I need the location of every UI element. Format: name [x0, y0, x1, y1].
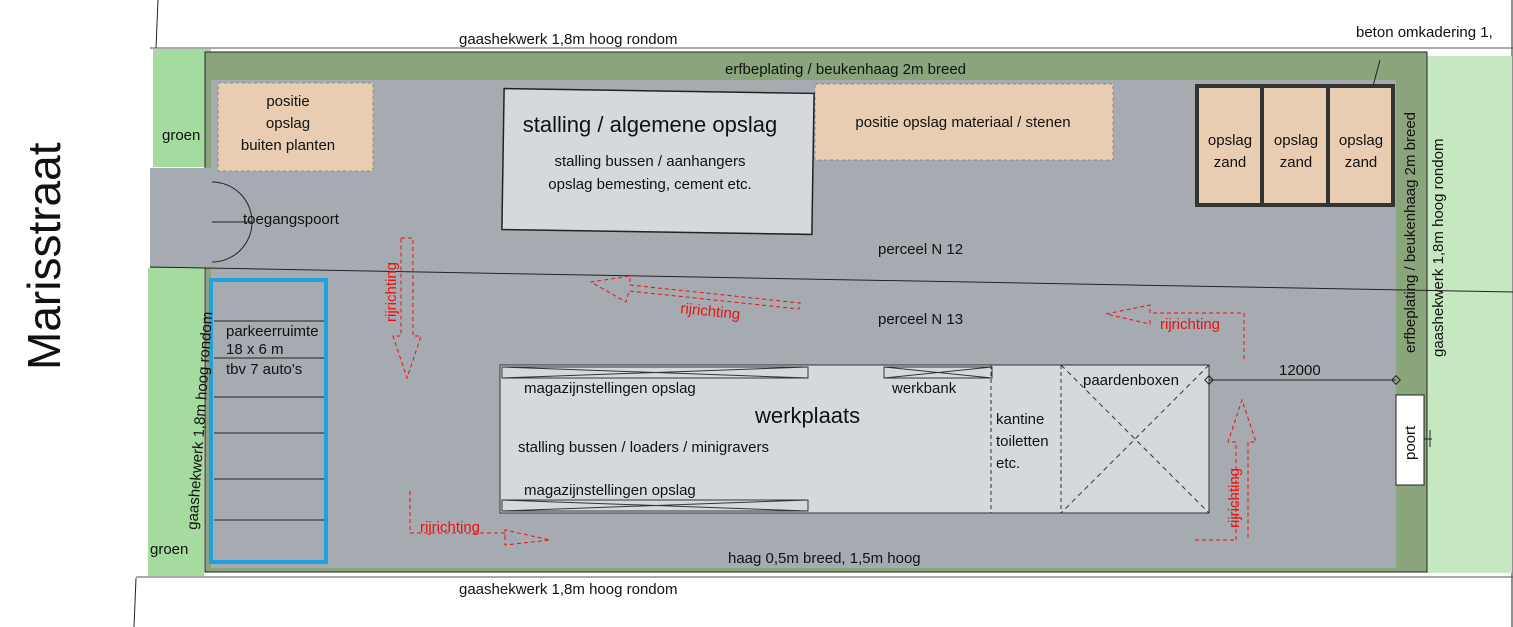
drive-direction-label: rijrichting [680, 300, 741, 323]
rack-bottom [501, 499, 809, 512]
workshop-title: werkplaats [754, 403, 860, 428]
plants-storage-line-1: positie [266, 93, 309, 110]
drive-arrow-up [1195, 398, 1257, 541]
drive-direction-label: rijrichting [383, 262, 400, 322]
drive-direction-label: rijrichting [1160, 316, 1220, 333]
materials-label: positie opslag materiaal / stenen [855, 114, 1070, 131]
parking-line-1: parkeerruimte [226, 323, 319, 340]
canteen-line-3: etc. [996, 455, 1020, 472]
fence-bottom-label: gaashekwerk 1,8m hoog rondom [459, 581, 677, 598]
parking-bay-lines [214, 320, 324, 521]
plants-storage-area [217, 82, 374, 172]
green-strip-top-left [153, 49, 211, 167]
sand-bins-frame [1195, 84, 1395, 207]
drive-arrow-left-right [1105, 304, 1245, 359]
sand-bin-1-line-1: opslag [1208, 132, 1252, 149]
green-bottom-label: groen [150, 541, 188, 558]
dimension-tick [1204, 375, 1214, 385]
entrance-ground [150, 168, 212, 268]
drive-arrow-down [392, 237, 422, 380]
drive-arrow-right-bottom [409, 491, 551, 546]
parking-area [209, 278, 328, 564]
sand-bin-1-line-2: zand [1214, 154, 1247, 171]
hedge-top-label: erfbeplating / beukenhaag 2m breed [725, 61, 966, 78]
sand-bin-3-line-2: zand [1345, 154, 1378, 171]
sand-bin-3-line-1: opslag [1339, 132, 1383, 149]
fence-right-label: gaashekwerk 1,8m hoog rondom [1430, 139, 1447, 357]
workbench-shape [883, 366, 993, 379]
materials-storage-area [814, 83, 1114, 161]
green-strip-left [148, 268, 204, 576]
horse-boxes-cross [1060, 364, 1210, 514]
workshop-racks-top-label: magazijnstellingen opslag [524, 380, 696, 397]
workshop-racks-bottom-label: magazijnstellingen opslag [524, 482, 696, 499]
sand-bin-2-line-2: zand [1280, 154, 1313, 171]
parking-line-2: 18 x 6 m [226, 341, 284, 358]
barn-title: stalling / algemene opslag [523, 112, 777, 137]
parcel-13-label: perceel N 13 [878, 311, 963, 328]
fence-top-label: gaashekwerk 1,8m hoog rondom [459, 31, 677, 48]
gate-door-bottom [211, 221, 253, 263]
plants-storage-line-2: opslag [266, 115, 310, 132]
workshop-stalling-label: stalling bussen / loaders / minigravers [518, 439, 769, 456]
canteen-line-2: toiletten [996, 433, 1049, 450]
drive-arrows [392, 237, 1257, 546]
side-gate-label: poort [1402, 425, 1419, 460]
concrete-leader-line [1372, 59, 1381, 87]
dimension-tick [1391, 375, 1401, 385]
drive-direction-label: rijrichting [1226, 468, 1243, 528]
green-top-label: groen [162, 127, 200, 144]
hedge-right-label: erfbeplating / beukenhaag 2m breed [1402, 112, 1419, 353]
hedge-bottom-label: haag 0,5m breed, 1,5m hoog [728, 550, 921, 567]
concrete-label: beton omkadering 1, [1356, 24, 1493, 41]
barn-building [501, 87, 815, 236]
parcel-boundary-line [155, 0, 159, 49]
gate-door-top [211, 181, 253, 223]
dimension-label: 12000 [1279, 362, 1321, 379]
rack-top [501, 366, 809, 379]
barn-line-2: opslag bemesting, cement etc. [548, 176, 751, 193]
gate-label: toegangspoort [243, 211, 340, 228]
side-gate-opening [1395, 394, 1425, 486]
parking-line-3: tbv 7 auto's [226, 361, 302, 378]
parcel-division-line [149, 266, 1513, 293]
green-strip-right [1426, 56, 1512, 573]
workbench-label: werkbank [891, 380, 957, 397]
canteen-line-1: kantine [996, 411, 1044, 428]
street-name: Marisstraat [18, 142, 70, 370]
drive-arrow-left [589, 275, 801, 310]
parcel-12-label: perceel N 12 [878, 241, 963, 258]
barn-line-1: stalling bussen / aanhangers [555, 153, 746, 170]
workshop-building [499, 364, 1210, 514]
sand-bin-2-line-1: opslag [1274, 132, 1318, 149]
parcel-boundary-line [133, 577, 137, 627]
plants-storage-line-3: buiten planten [241, 137, 335, 154]
drive-direction-label: rijrichting [420, 519, 480, 536]
horse-boxes-label: paardenboxen [1083, 372, 1179, 389]
